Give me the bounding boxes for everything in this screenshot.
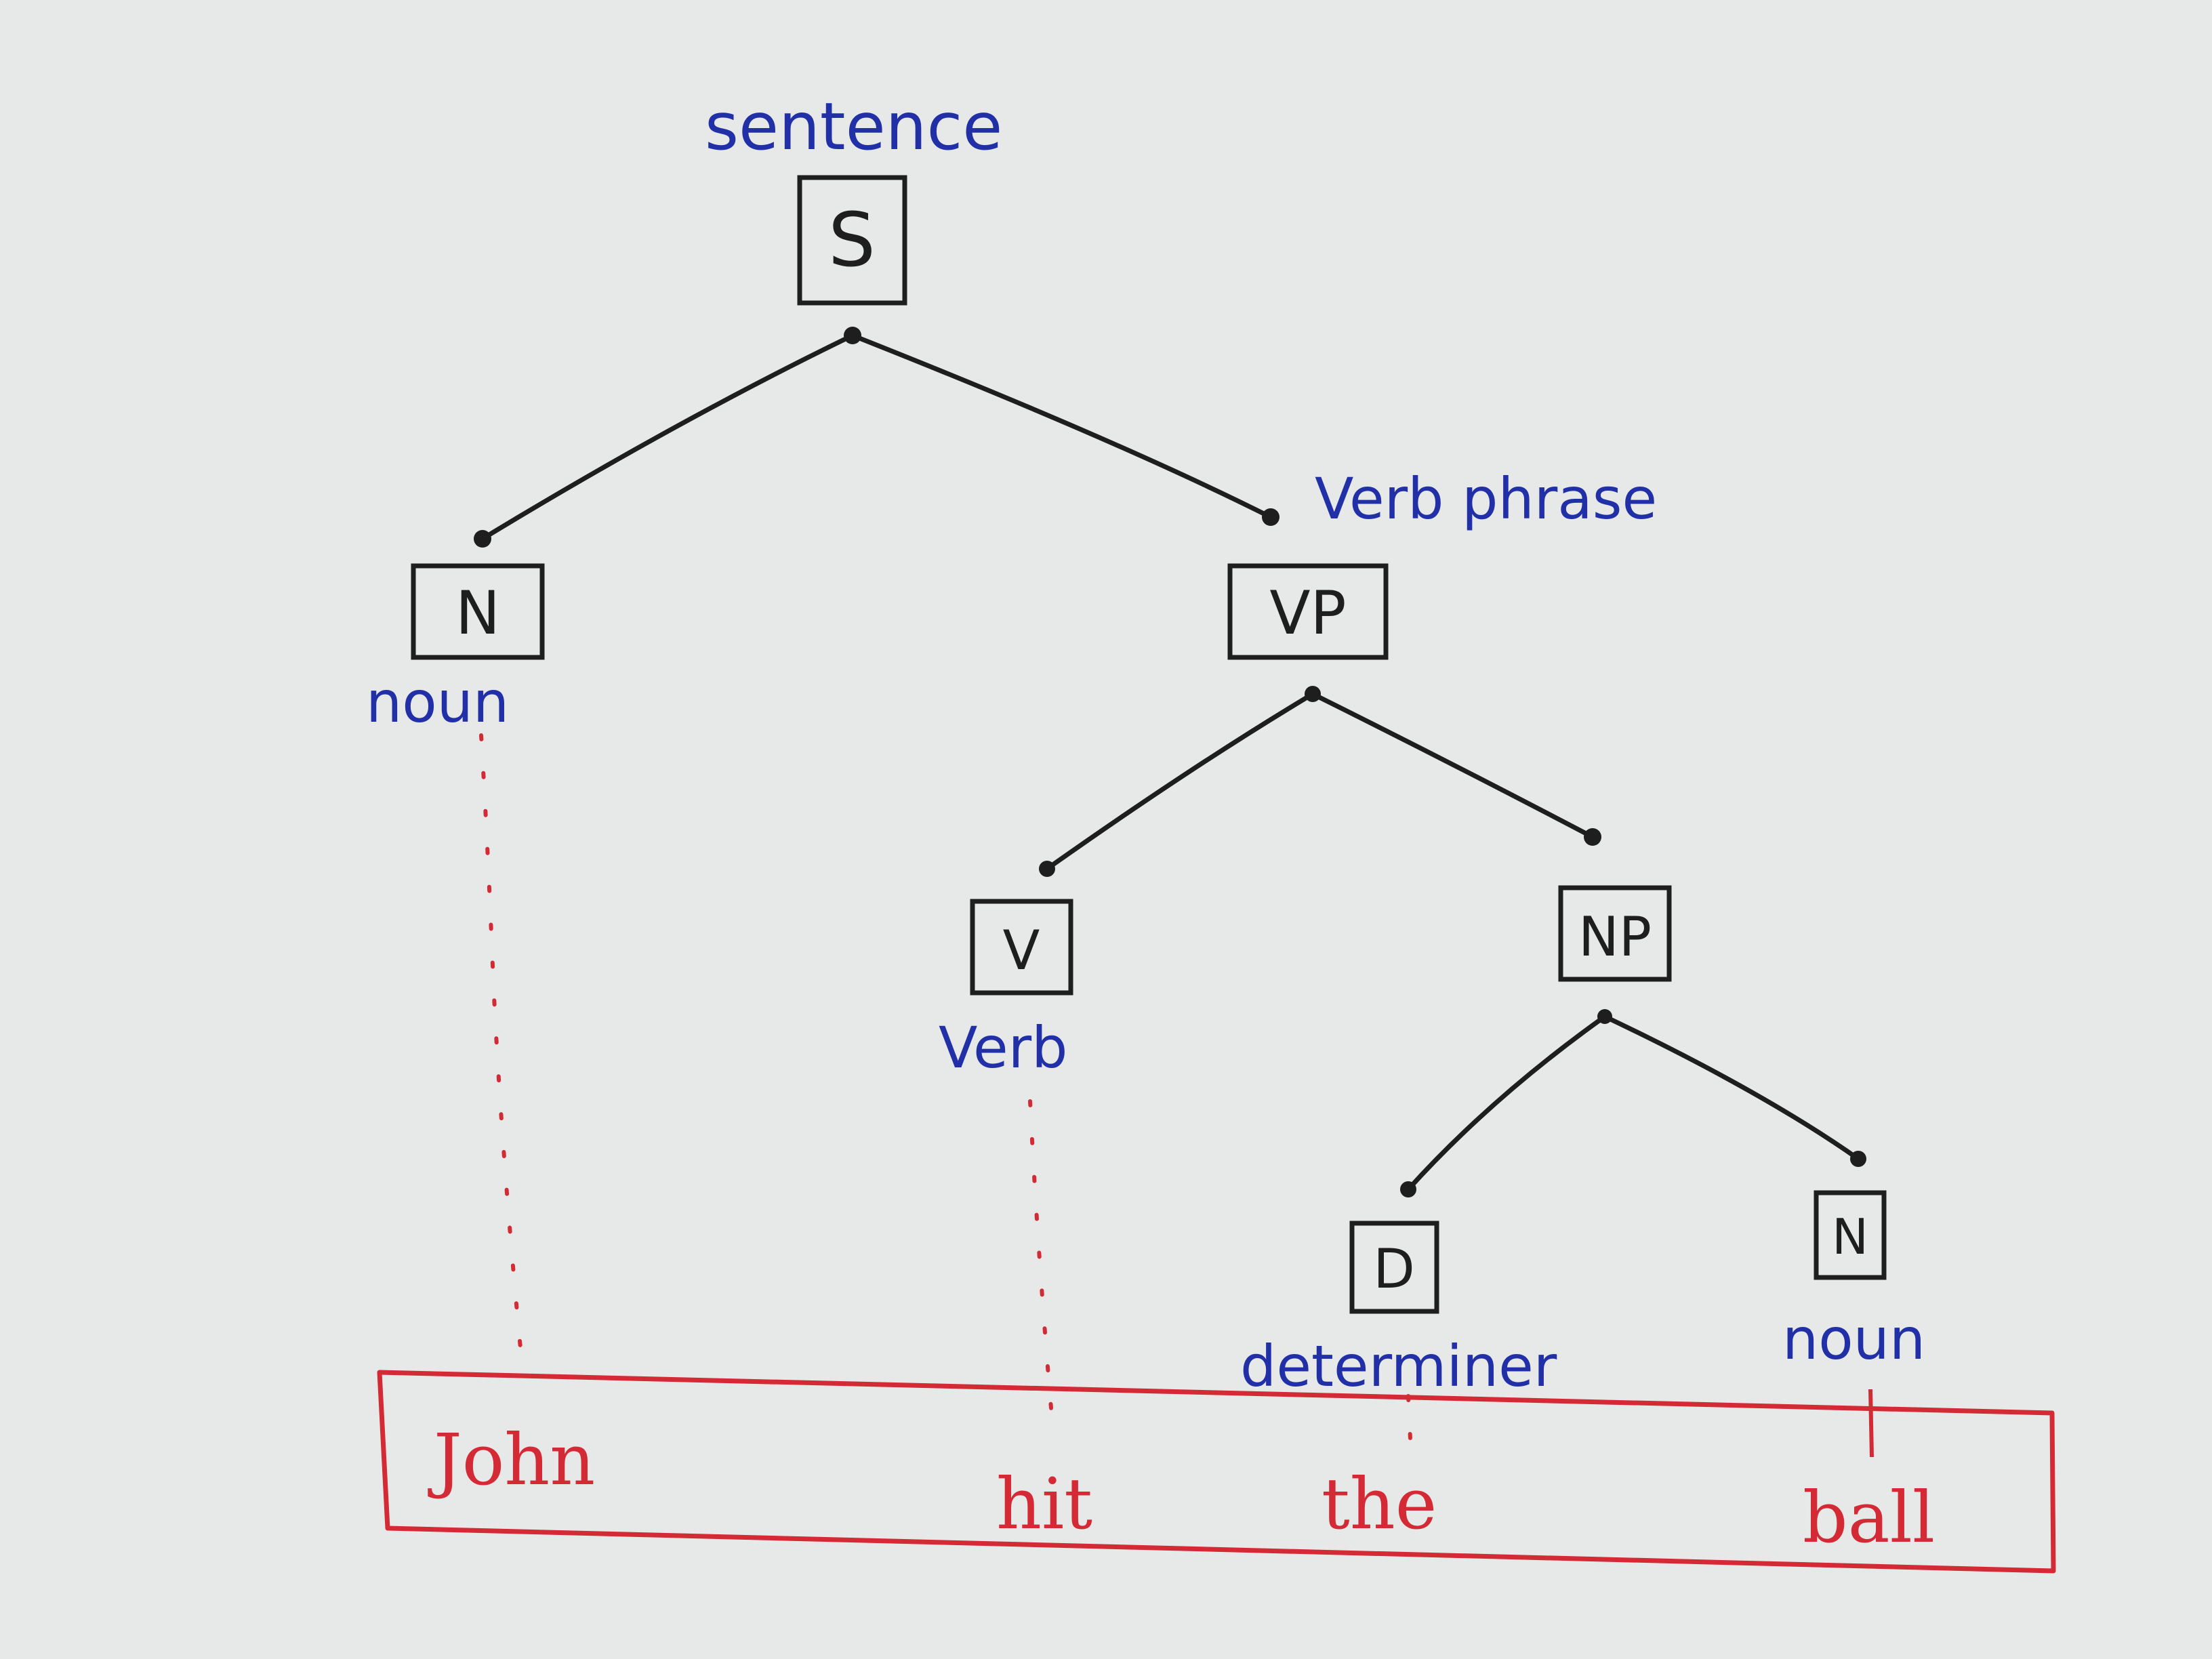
gloss-sentence: sentence [705,89,1002,165]
gloss-noun-subject: noun [366,669,509,735]
connector-hit [1028,1099,1054,1418]
node-box-np [1558,885,1672,982]
junction-dot [1584,828,1601,846]
node-box-vp [1227,563,1389,660]
node-label-vp: VP [1269,578,1346,648]
gloss-verb: Verb [939,1015,1067,1081]
junction-dot [1597,1009,1612,1024]
edge-s-to-n [480,333,855,541]
edge-np-to-d [1406,1014,1607,1192]
word-ball: ball [1803,1476,1935,1559]
junction-dot [1039,861,1055,877]
node-label-v: V [1003,919,1040,982]
node-box-n-object [1814,1190,1887,1280]
connector-john [479,733,524,1364]
node-box-v [970,899,1073,996]
node-label-s: S [828,197,876,283]
node-label-np: NP [1578,905,1652,968]
junction-dot [844,327,861,344]
connector-ball [1868,1389,1874,1458]
word-hit: hit [996,1462,1092,1545]
gloss-verb-phrase: Verb phrase [1315,466,1657,532]
sentence-frame [377,1370,2056,1574]
word-john: John [428,1418,595,1501]
edge-np-to-n [1602,1014,1861,1162]
edge-s-to-vp [850,333,1273,520]
edge-vp-to-np [1310,691,1595,840]
edge-vp-to-v [1044,691,1315,872]
node-label-n-object: N [1832,1208,1868,1265]
junction-dot [1400,1181,1416,1197]
word-the: the [1322,1462,1437,1545]
node-box-n-subject [411,563,545,660]
node-box-s [797,175,907,306]
node-label-n-subject: N [455,578,500,648]
node-box-d [1349,1221,1439,1314]
junction-dot [1850,1151,1866,1167]
gloss-noun-object: noun [1782,1306,1925,1372]
junction-dot [1262,508,1279,526]
junction-dot [474,530,491,548]
junction-dot [1305,686,1321,702]
gloss-determiner: determiner [1240,1333,1557,1399]
connector-the [1406,1394,1413,1456]
node-label-d: D [1373,1237,1415,1300]
